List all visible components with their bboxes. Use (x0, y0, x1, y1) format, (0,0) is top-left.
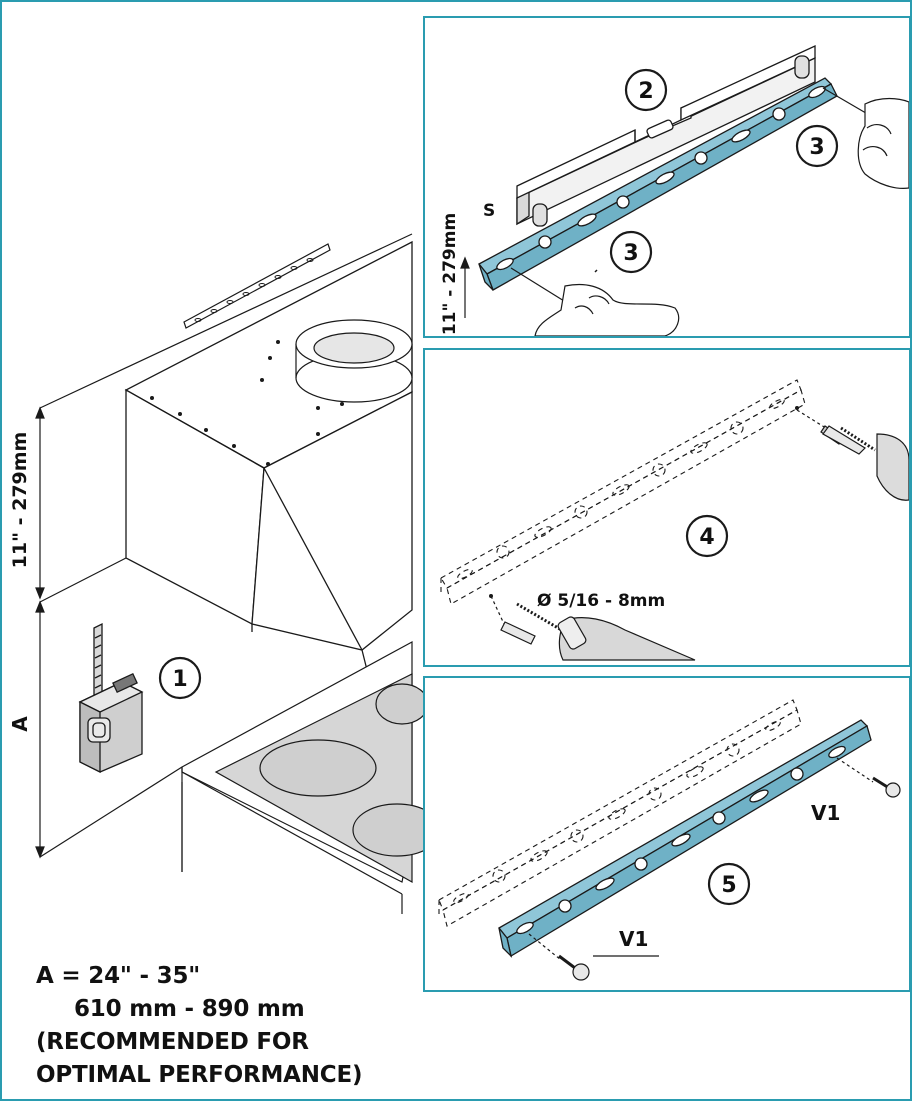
step-2-label: 2 (638, 79, 653, 104)
dashed-bracket-outline (440, 379, 806, 605)
panel-drilling-drawing: Ø 5/16 - 8mm 4 (440, 379, 909, 661)
dashed-bracket-outline-2 (438, 699, 802, 927)
panel-height-label: 11" - 279mm (440, 213, 460, 335)
drill-point-left (489, 594, 493, 598)
spec-text-block: A = 24" - 35" 610 mm - 890 mm (RECOMMEND… (36, 960, 363, 1092)
step-3-badge-right: 3 (795, 124, 839, 168)
spirit-level-icon (516, 44, 816, 227)
bracket-s-label: S (483, 201, 495, 221)
height-dimension-label: 11" - 279mm (9, 432, 31, 569)
left-hand-pencil (510, 267, 680, 336)
step-3-badge-left: 3 (609, 230, 653, 274)
right-drill-anchor (796, 409, 909, 501)
hood-screw-holes (150, 340, 344, 466)
pencil-mark (594, 269, 598, 273)
screw-right-icon (836, 757, 901, 798)
step-5-badge: 5 (707, 862, 751, 906)
spec-line-mm: 610 mm - 890 mm (74, 996, 305, 1022)
step-1-badge: 1 (158, 656, 202, 700)
step-1-label: 1 (172, 667, 187, 692)
duct-collar (295, 319, 413, 403)
screw-v1-left-label: V1 (619, 927, 648, 951)
range-hood (124, 240, 413, 683)
step-2-badge: 2 (624, 68, 668, 112)
spec-line-a: A = 24" - 35" (36, 963, 201, 989)
panel-screw-drawing: V1 V1 5 (438, 699, 901, 981)
tape-measure-icon (78, 622, 144, 774)
step-4-label: 4 (699, 525, 714, 550)
panel-screw-bracket: V1 V1 5 (423, 676, 910, 992)
countertop (181, 640, 442, 914)
spec-line-performance: OPTIMAL PERFORMANCE) (36, 1062, 363, 1088)
wall-lines (39, 233, 413, 858)
wall-bracket-main (183, 243, 331, 329)
wall-bracket-blue-2 (498, 719, 872, 959)
left-drill-anchor (490, 595, 696, 661)
dimension-line-a (35, 600, 45, 859)
right-hand-pencil (822, 87, 909, 189)
panel-dimension-arrow (460, 256, 470, 318)
screw-left-icon (528, 933, 590, 981)
dimension-line-height (35, 406, 45, 600)
a-dimension-label: A (8, 716, 32, 732)
spec-line-recommended: (RECOMMENDED FOR (36, 1029, 309, 1055)
step-3-label-right: 3 (809, 135, 824, 160)
panel-level-and-mark: 11" - 279mm S 2 3 3 (423, 16, 910, 338)
step-4-badge: 4 (685, 514, 729, 558)
step-3-label-left: 3 (623, 241, 638, 266)
step-5-label: 5 (721, 873, 736, 898)
drill-size-label: Ø 5/16 - 8mm (537, 591, 665, 611)
panel-drilling: Ø 5/16 - 8mm 4 (423, 348, 910, 667)
drill-point-right (795, 406, 799, 410)
screw-v1-right-label: V1 (811, 801, 840, 825)
panel-level-drawing: 11" - 279mm S 2 3 3 (440, 44, 909, 336)
